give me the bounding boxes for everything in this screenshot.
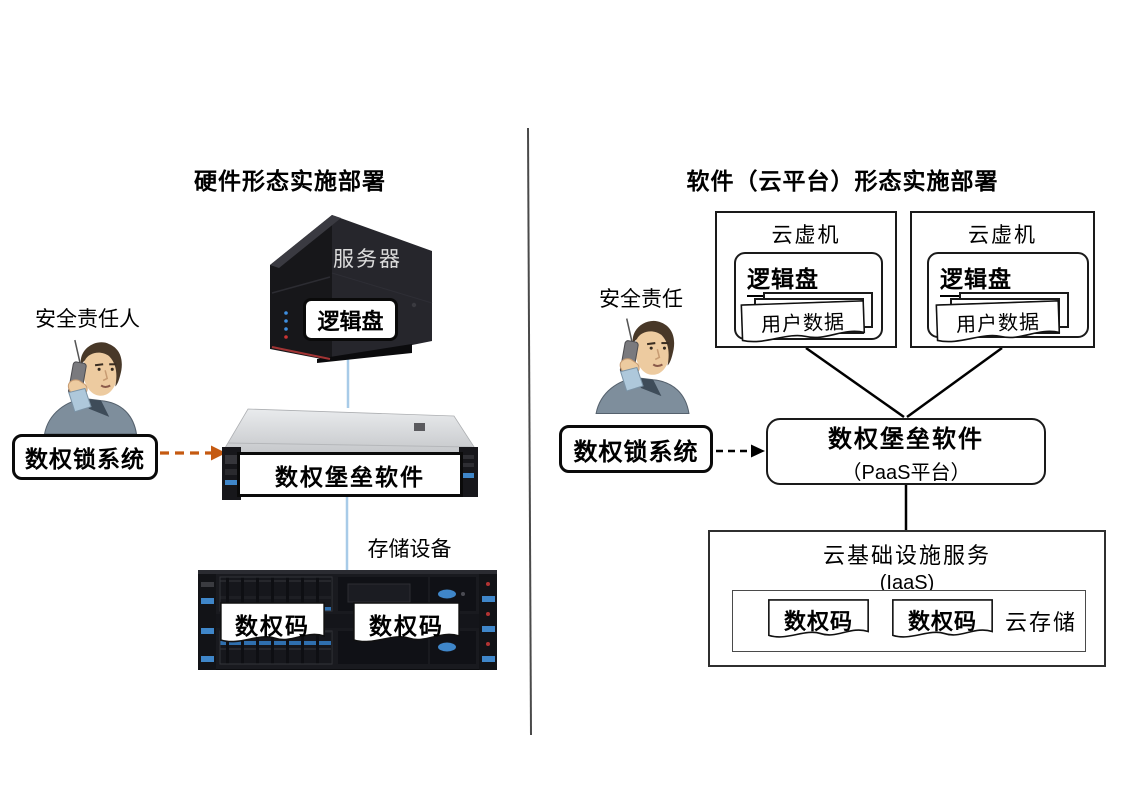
paas-fortress-box: 数权堡垒软件 （PaaS平台） bbox=[766, 418, 1046, 485]
fortress-software-box: 数权堡垒软件 bbox=[237, 452, 463, 497]
black-dashed-arrow bbox=[716, 444, 765, 458]
iaas-code-doc-2: 数权码 bbox=[892, 599, 993, 643]
iaas-box: 云基础设施服务 (IaaS) 数权码 数权码 云存储 bbox=[708, 530, 1106, 667]
right-lock-system-box: 数权锁系统 bbox=[559, 425, 713, 473]
right-section-title: 软件（云平台）形态实施部署 bbox=[686, 168, 999, 194]
left-lock-system-box: 数权锁系统 bbox=[12, 434, 158, 480]
vm1-title: 云虚机 bbox=[771, 224, 841, 247]
left-person-label: 安全责任人 bbox=[35, 308, 140, 331]
vm2-user-data-doc: 用户数据 bbox=[935, 300, 1060, 348]
vm2-logical-disk-group: 逻辑盘 用户数据 bbox=[927, 252, 1089, 338]
security-officer-icon-right bbox=[595, 318, 690, 414]
logical-disk-box: 逻辑盘 bbox=[303, 298, 398, 341]
vm1-logical-disk-group: 逻辑盘 用户数据 bbox=[734, 252, 883, 340]
cloud-vm-box-2: 云虚机 逻辑盘 用户数据 bbox=[910, 211, 1095, 348]
iaas-subtitle: (IaaS) bbox=[879, 572, 935, 594]
cloud-vm-box-1: 云虚机 逻辑盘 用户数据 bbox=[715, 211, 897, 348]
paas-subtitle: （PaaS平台） bbox=[841, 461, 971, 484]
iaas-title: 云基础设施服务 bbox=[822, 543, 991, 568]
iaas-code-doc-1: 数权码 bbox=[768, 599, 869, 643]
server-label: 服务器 bbox=[333, 248, 402, 271]
vm2-to-paas-connector bbox=[906, 346, 1003, 419]
left-section-title: 硬件形态实施部署 bbox=[194, 168, 386, 194]
vm1-user-data-doc: 用户数据 bbox=[740, 300, 865, 348]
vm1-to-paas-connector bbox=[805, 346, 905, 419]
paas-title: 数权堡垒软件 bbox=[828, 425, 984, 453]
storage-code-doc-1: 数权码 bbox=[220, 602, 325, 648]
orange-dashed-arrow bbox=[160, 445, 226, 461]
security-officer-icon bbox=[44, 339, 138, 434]
cloud-storage-group: 数权码 数权码 云存储 bbox=[732, 590, 1086, 652]
storage-code-doc-2: 数权码 bbox=[353, 602, 460, 648]
storage-device-label: 存储设备 bbox=[367, 538, 452, 561]
rack-server-icon bbox=[222, 408, 478, 500]
divider-line bbox=[527, 127, 532, 736]
vm2-title: 云虚机 bbox=[968, 224, 1037, 247]
storage-array-icon bbox=[198, 570, 497, 670]
cloud-storage-label: 云存储 bbox=[1004, 610, 1077, 635]
right-person-label: 安全责任 bbox=[599, 288, 683, 311]
